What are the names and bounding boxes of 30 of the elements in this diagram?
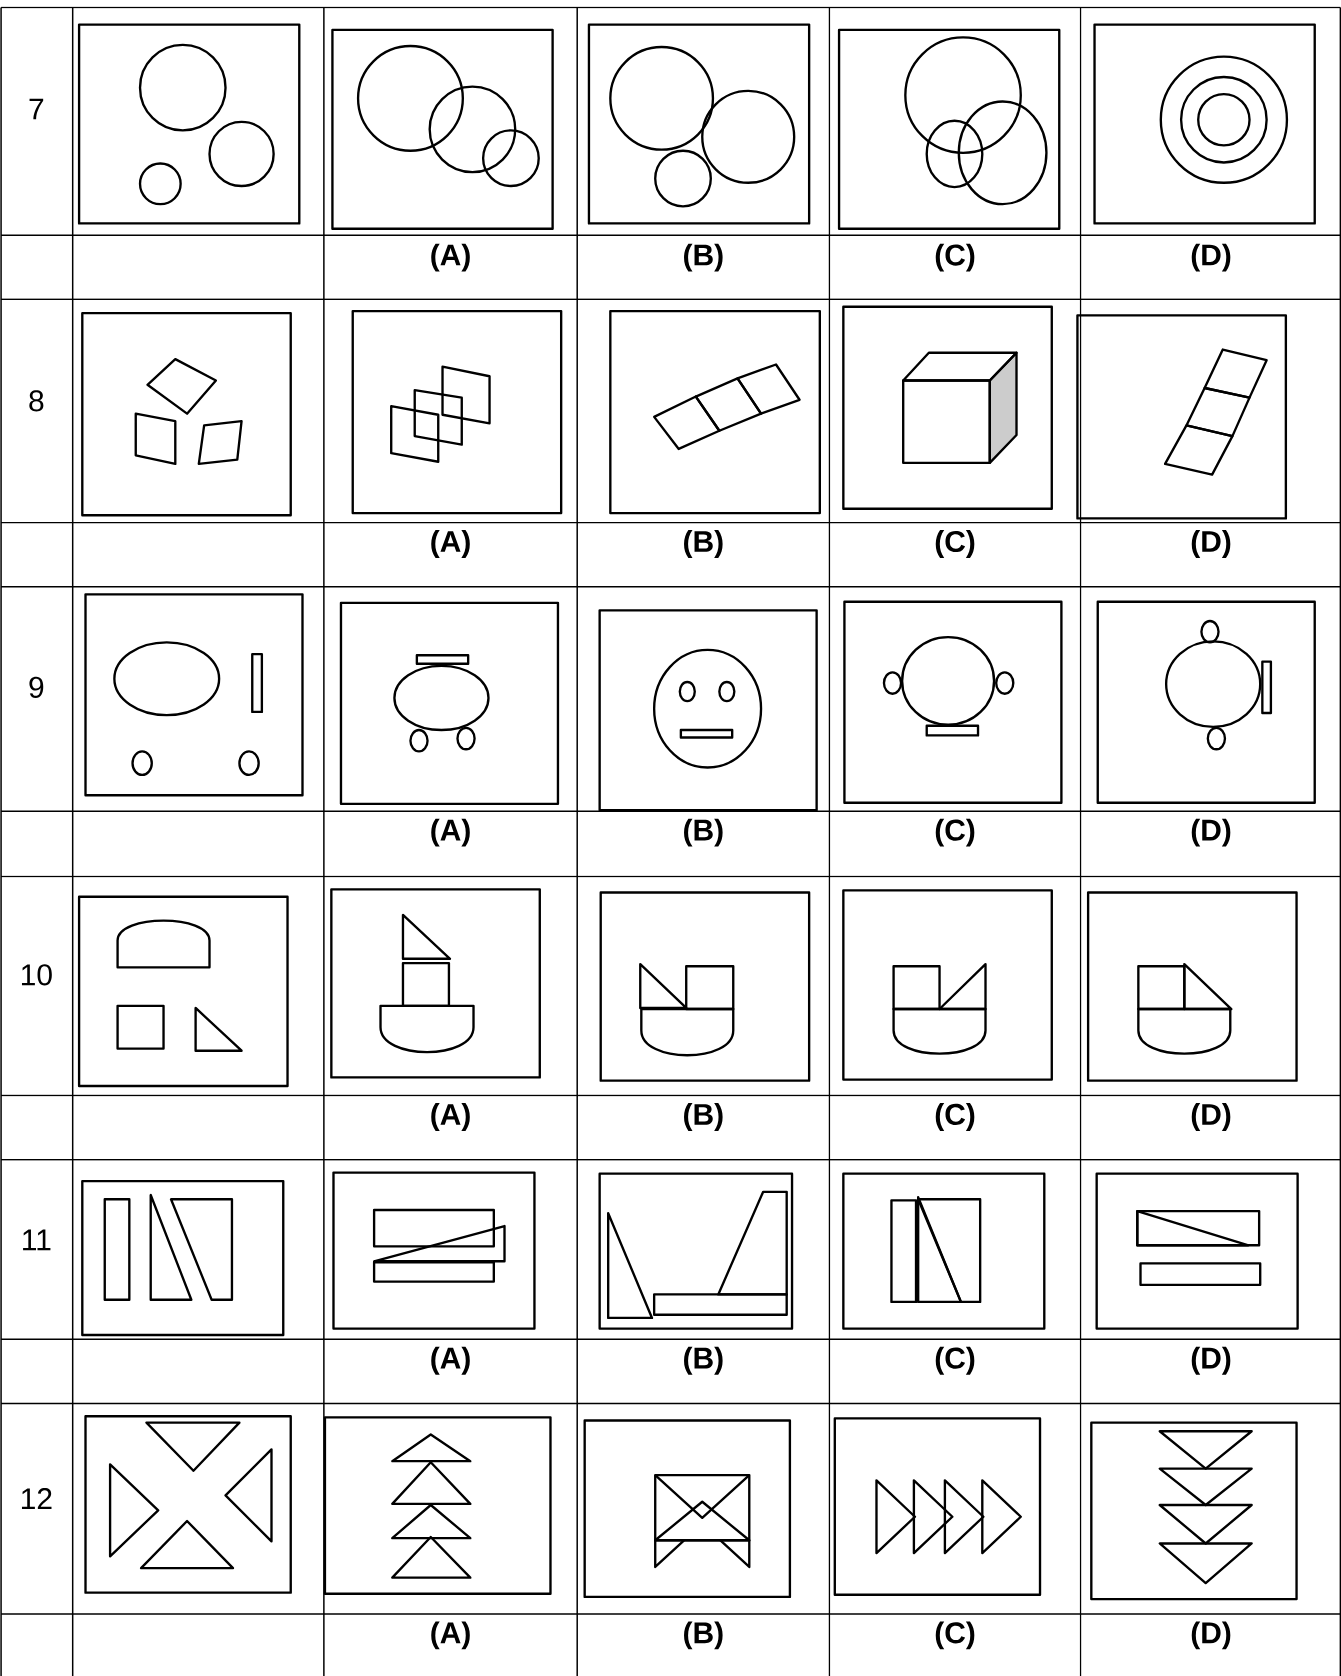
option-label: (C): [935, 243, 975, 272]
option-label: (D): [1191, 1621, 1231, 1650]
option-label: (B): [683, 1621, 723, 1650]
option-label: (D): [1191, 1103, 1231, 1131]
option-label: (A): [431, 243, 470, 272]
option-label: (A): [431, 1103, 470, 1131]
option-label: (A): [431, 1346, 470, 1375]
option-label: (D): [1191, 818, 1231, 847]
option-label: (C): [935, 1346, 975, 1375]
option-label: (B): [683, 243, 723, 272]
option-label: (C): [935, 1621, 975, 1650]
option-label: (B): [683, 1103, 723, 1131]
option-label: (A): [431, 1621, 470, 1650]
option-label: (A): [431, 530, 470, 558]
option-label: (B): [683, 818, 723, 847]
row-number: 10: [21, 964, 52, 986]
option-label: (A): [431, 818, 470, 847]
option-label: (D): [1191, 1346, 1231, 1375]
option-label: (D): [1191, 243, 1231, 272]
option-label: (B): [683, 530, 723, 558]
option-label: (C): [935, 1103, 975, 1131]
row-number: 9: [29, 676, 43, 698]
row-number: 7: [29, 98, 43, 120]
row-number: 8: [29, 390, 44, 412]
option-label: (D): [1191, 530, 1231, 558]
option-label: (B): [683, 1346, 723, 1375]
row-number: 11: [22, 1229, 51, 1251]
row-number: 12: [21, 1488, 52, 1510]
option-label: (C): [935, 530, 975, 558]
option-label: (C): [935, 818, 975, 847]
